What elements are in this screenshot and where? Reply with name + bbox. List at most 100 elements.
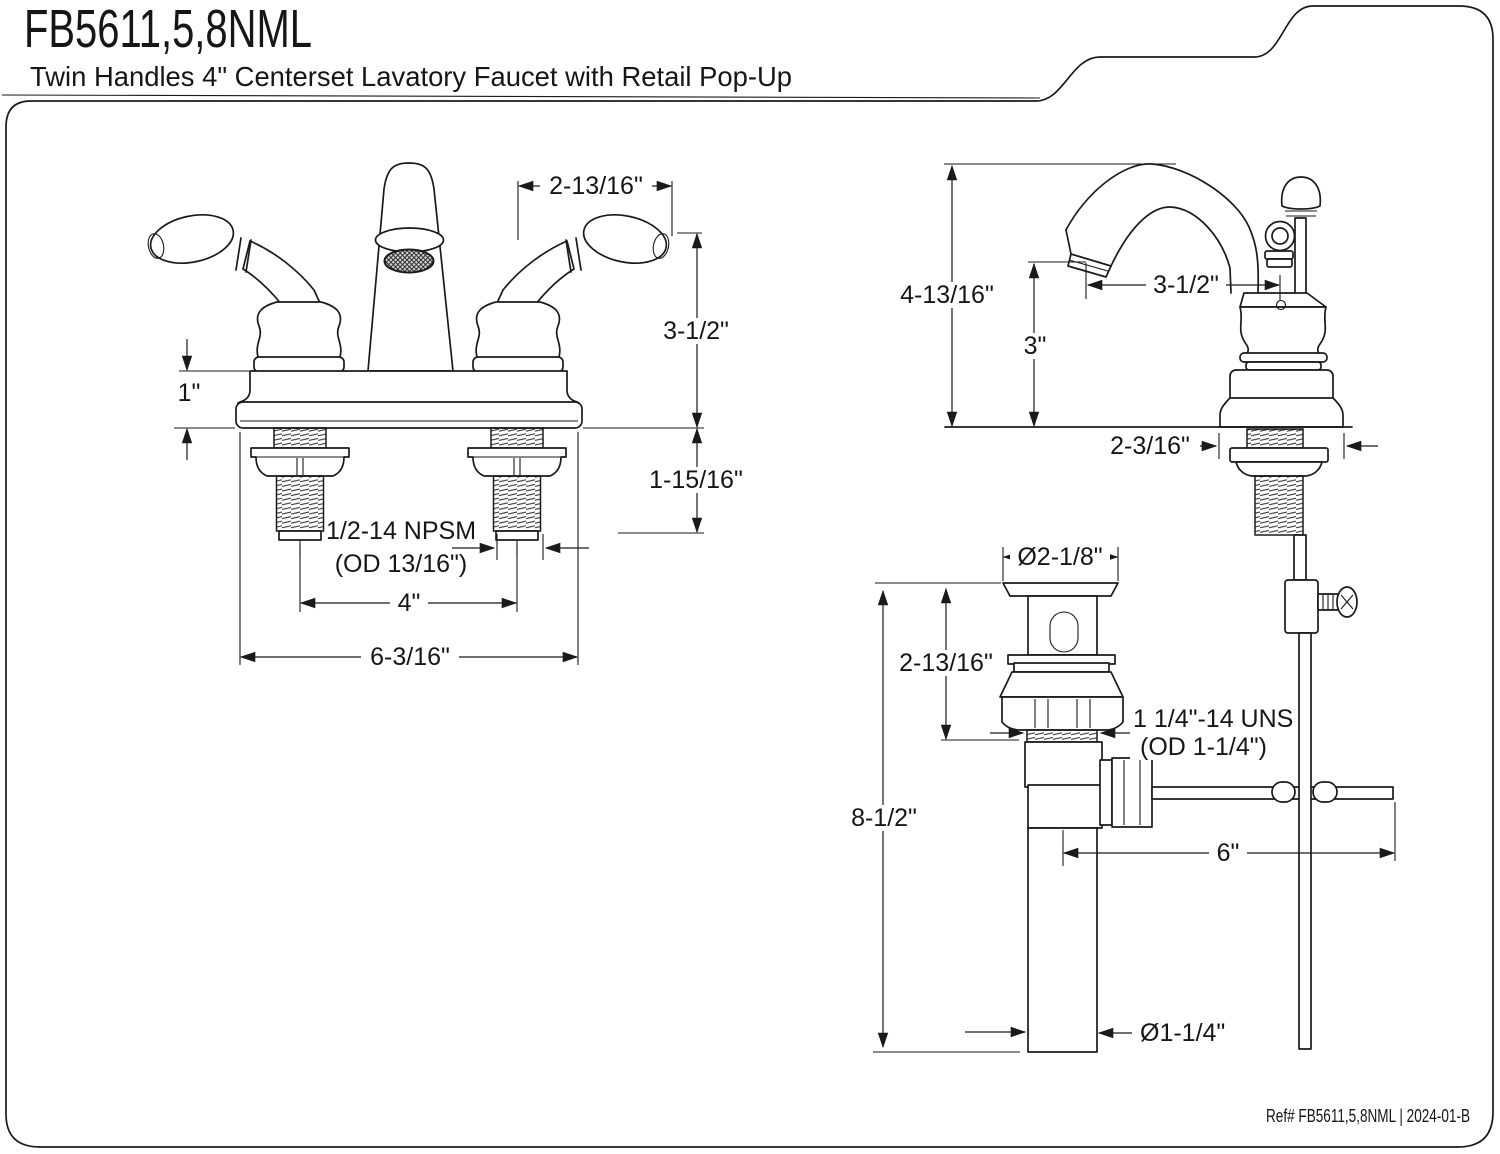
label-bg xyxy=(1100,433,1200,459)
subtitle-underline xyxy=(1,94,1041,99)
front-view: 2-13/16" 3-1/2" 1" 1-15/16" 1/2-14 NPSM … xyxy=(145,162,751,671)
side-shank-thread-upper xyxy=(1246,428,1304,449)
front-base-plate xyxy=(235,401,583,429)
label-bg xyxy=(1130,733,1272,760)
page-title: FB5611,5,8NML xyxy=(24,0,312,59)
side-handle-pivot-inner xyxy=(1271,227,1289,245)
side-dim-spout-height-label: 3" xyxy=(1024,332,1047,360)
front-thread-spec-line1: 1/2-14 NPSM xyxy=(326,517,476,545)
side-pivot-collar2 xyxy=(1266,258,1293,268)
label-bg xyxy=(540,173,652,199)
header: FB5611,5,8NML Twin Handles 4" Centerset … xyxy=(24,0,792,92)
lift-rod-clevis-block xyxy=(1284,579,1319,634)
drain-thread-spec-line2: (OD 1-1/4") xyxy=(1140,733,1267,761)
branch-ferrule xyxy=(1099,759,1113,826)
ref-number: Ref# FB5611,5,8NML | 2024-01-B xyxy=(1266,1106,1470,1126)
front-right-handle xyxy=(472,206,672,373)
front-dim-handle-width: 2-13/16" xyxy=(540,172,652,200)
side-escutcheon-flare xyxy=(1219,397,1344,428)
front-aerator-collar xyxy=(374,227,445,253)
drain-dim-flange: Ø2-1/8" xyxy=(1010,543,1110,571)
front-dimensions: 2-13/16" 3-1/2" 1" 1-15/16" 1/2-14 NPSM … xyxy=(172,172,751,671)
drain-dim-rod: 6" xyxy=(1209,839,1247,867)
side-locknut-lip xyxy=(1235,461,1323,477)
drain-dim-pipe: Ø1-1/4" xyxy=(1140,1019,1225,1047)
drain-dimensions: Ø2-1/8" 2-13/16" 1 1/4"-14 UNS (OD 1-1/4… xyxy=(840,543,1396,1053)
drain-body-upper xyxy=(1027,595,1098,656)
drain-dim-top-height: 2-13/16" xyxy=(890,649,1002,677)
popup-drain-view: Ø2-1/8" 2-13/16" 1 1/4"-14 UNS (OD 1-1/4… xyxy=(840,543,1396,1053)
drain-dim-rod-label: 6" xyxy=(1217,839,1240,867)
page-subtitle: Twin Handles 4" Centerset Lavatory Fauce… xyxy=(30,61,792,92)
label-bg xyxy=(891,282,1003,308)
side-dim-spout-height: 3" xyxy=(1016,332,1054,360)
side-shank-thread-lower xyxy=(1254,475,1304,536)
page-frame xyxy=(1,5,1494,1148)
side-knob-rings xyxy=(1285,210,1317,217)
drain-dim-flange-label: Ø2-1/8" xyxy=(1017,543,1102,571)
side-dim-reach-label: 3-1/2" xyxy=(1153,271,1219,299)
drain-gasket2 xyxy=(1013,662,1110,673)
label-bg xyxy=(840,805,928,831)
side-bonnet xyxy=(1239,306,1327,361)
label-bg xyxy=(1209,840,1247,866)
side-dim-reach: 3-1/2" xyxy=(1146,271,1226,299)
front-dim-height: 3-1/2" xyxy=(658,317,736,345)
drain-dim-overall-label: 8-1/2" xyxy=(851,804,917,832)
label-bg xyxy=(328,518,474,544)
side-lift-rod-knob xyxy=(1280,176,1322,210)
front-dim-deck-label: 1" xyxy=(178,379,201,407)
side-view: 4-13/16" 3" 3-1/2" 2-3/16" xyxy=(891,163,1378,634)
clevis-loop-right xyxy=(1312,781,1338,803)
label-bg xyxy=(361,644,459,670)
front-thread-spec: 1/2-14 NPSM (OD 13/16") xyxy=(325,517,477,578)
drain-thread xyxy=(1026,729,1098,743)
clevis-screw-threads xyxy=(1322,594,1334,610)
label-bg xyxy=(390,590,428,616)
drain-tailpiece xyxy=(1027,827,1098,1053)
torn-page-border xyxy=(5,5,1494,1148)
side-lift-rod-stem xyxy=(1294,217,1307,301)
label-bg xyxy=(1010,544,1110,570)
drain-extension-lines xyxy=(873,547,1396,1053)
front-dim-shank-length-label: 1-15/16" xyxy=(649,466,743,494)
clevis-loop-left xyxy=(1271,781,1296,803)
front-right-shank xyxy=(467,427,567,558)
side-spout-inner-curve xyxy=(1110,206,1232,294)
drain-drawing xyxy=(999,582,1394,1053)
label-bg xyxy=(1016,333,1054,359)
side-dim-base-depth-label: 2-3/16" xyxy=(1110,432,1190,460)
drain-dim-pipe-label: Ø1-1/4" xyxy=(1140,1019,1225,1047)
side-base-ring2 xyxy=(1245,361,1322,371)
drain-overflow-slot xyxy=(1049,611,1079,653)
side-base-ring1 xyxy=(1239,352,1328,363)
front-aerator-screen-icon xyxy=(383,248,435,274)
drain-dim-top-height-label: 2-13/16" xyxy=(899,649,993,677)
side-set-screw-icon xyxy=(1275,299,1287,311)
side-neck xyxy=(1239,292,1327,308)
label-bg xyxy=(890,650,1002,676)
drain-dim-overall: 8-1/2" xyxy=(840,804,928,832)
drain-tee-body-lower xyxy=(1027,784,1103,829)
front-deck xyxy=(237,370,580,404)
side-lift-rod-lower xyxy=(1293,534,1307,581)
front-dim-overall: 6-3/16" xyxy=(361,643,459,671)
label-bg xyxy=(1130,705,1296,732)
side-dim-overall-height: 4-13/16" xyxy=(891,281,1003,309)
side-faucet-drawing xyxy=(944,163,1358,634)
drain-flange xyxy=(1002,582,1119,597)
side-dim-overall-height-label: 4-13/16" xyxy=(900,281,994,309)
drain-cone-washer xyxy=(999,671,1124,698)
label-bg xyxy=(172,380,208,406)
front-dim-height-label: 3-1/2" xyxy=(663,317,729,345)
branch-compression-nut xyxy=(1111,757,1153,828)
label-bg xyxy=(658,318,736,344)
front-dim-centers: 4" xyxy=(390,589,428,617)
front-dim-shank-length: 1-15/16" xyxy=(643,466,751,494)
drain-tee-body-upper xyxy=(1024,741,1103,788)
label-bg xyxy=(1146,272,1226,298)
front-extension-lines xyxy=(174,181,704,665)
front-thread-spec-line2: (OD 13/16") xyxy=(335,550,468,578)
